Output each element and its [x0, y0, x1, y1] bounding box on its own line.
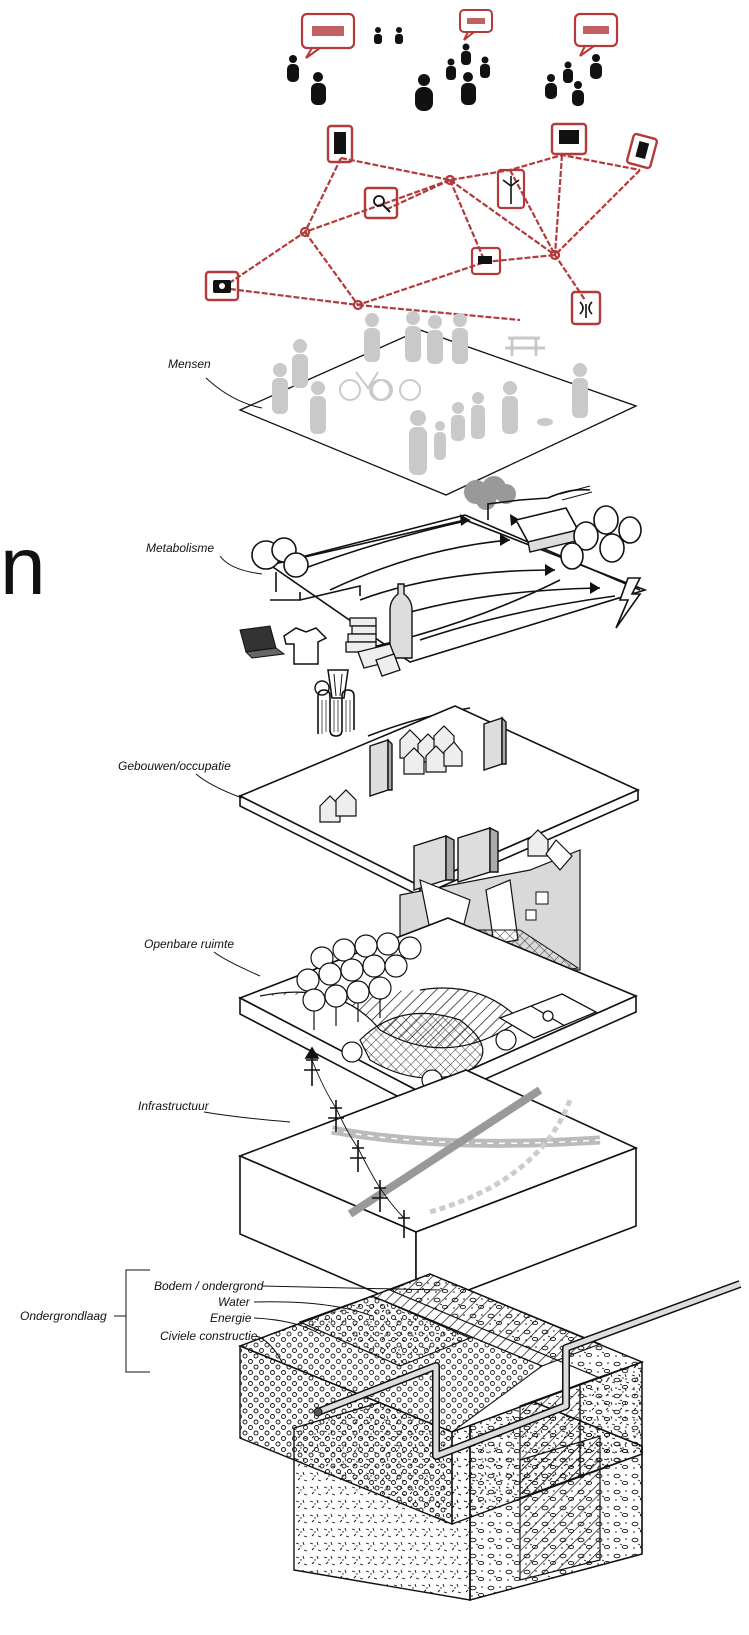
label-infrastructuur: Infrastructuur: [138, 1099, 210, 1113]
label-metabolisme: Metabolisme: [146, 541, 214, 555]
bench-icon: [505, 338, 545, 356]
laptop-icon: [240, 626, 284, 658]
side-glyph: n: [0, 521, 46, 612]
speech-bubble-icon: [460, 10, 492, 40]
mobile-phone-icon: [627, 133, 658, 168]
digital-network-layer: [206, 124, 657, 324]
label-water: Water: [218, 1295, 251, 1309]
camera-icon: [206, 272, 238, 300]
social-people-layer: [287, 10, 617, 111]
ondergrond-layer: [240, 1274, 740, 1600]
magnifier-screen-icon: [365, 188, 397, 218]
smartphone-icon: [328, 126, 352, 162]
network-node-icon: [301, 176, 559, 309]
apple-icon: [315, 681, 329, 695]
label-openbare-ruimte: Openbare ruimte: [144, 937, 234, 951]
mensen-layer: [240, 311, 636, 495]
speech-bubble-icon: [575, 14, 617, 56]
bin-icon: [328, 670, 348, 698]
label-gebouwen: Gebouwen/occupatie: [118, 759, 231, 773]
person-icon: [287, 27, 602, 111]
label-energie: Energie: [210, 1311, 252, 1325]
label-ondergrondlaag: Ondergrondlaag: [20, 1309, 107, 1323]
label-civiele-constructie: Civiele constructie: [160, 1329, 258, 1343]
metabolisme-layer: [240, 476, 645, 736]
shirt-icon: [284, 628, 326, 664]
laptop-icon: [552, 124, 586, 154]
wifi-antenna-icon: [572, 292, 600, 324]
network-lines: [222, 155, 640, 320]
infrastructuur-layer: [240, 1048, 636, 1310]
speech-bubble-icon: [302, 14, 354, 58]
cloud-icon: [464, 476, 516, 510]
label-bodem: Bodem / ondergrond: [154, 1279, 264, 1293]
label-mensen: Mensen: [168, 357, 211, 371]
